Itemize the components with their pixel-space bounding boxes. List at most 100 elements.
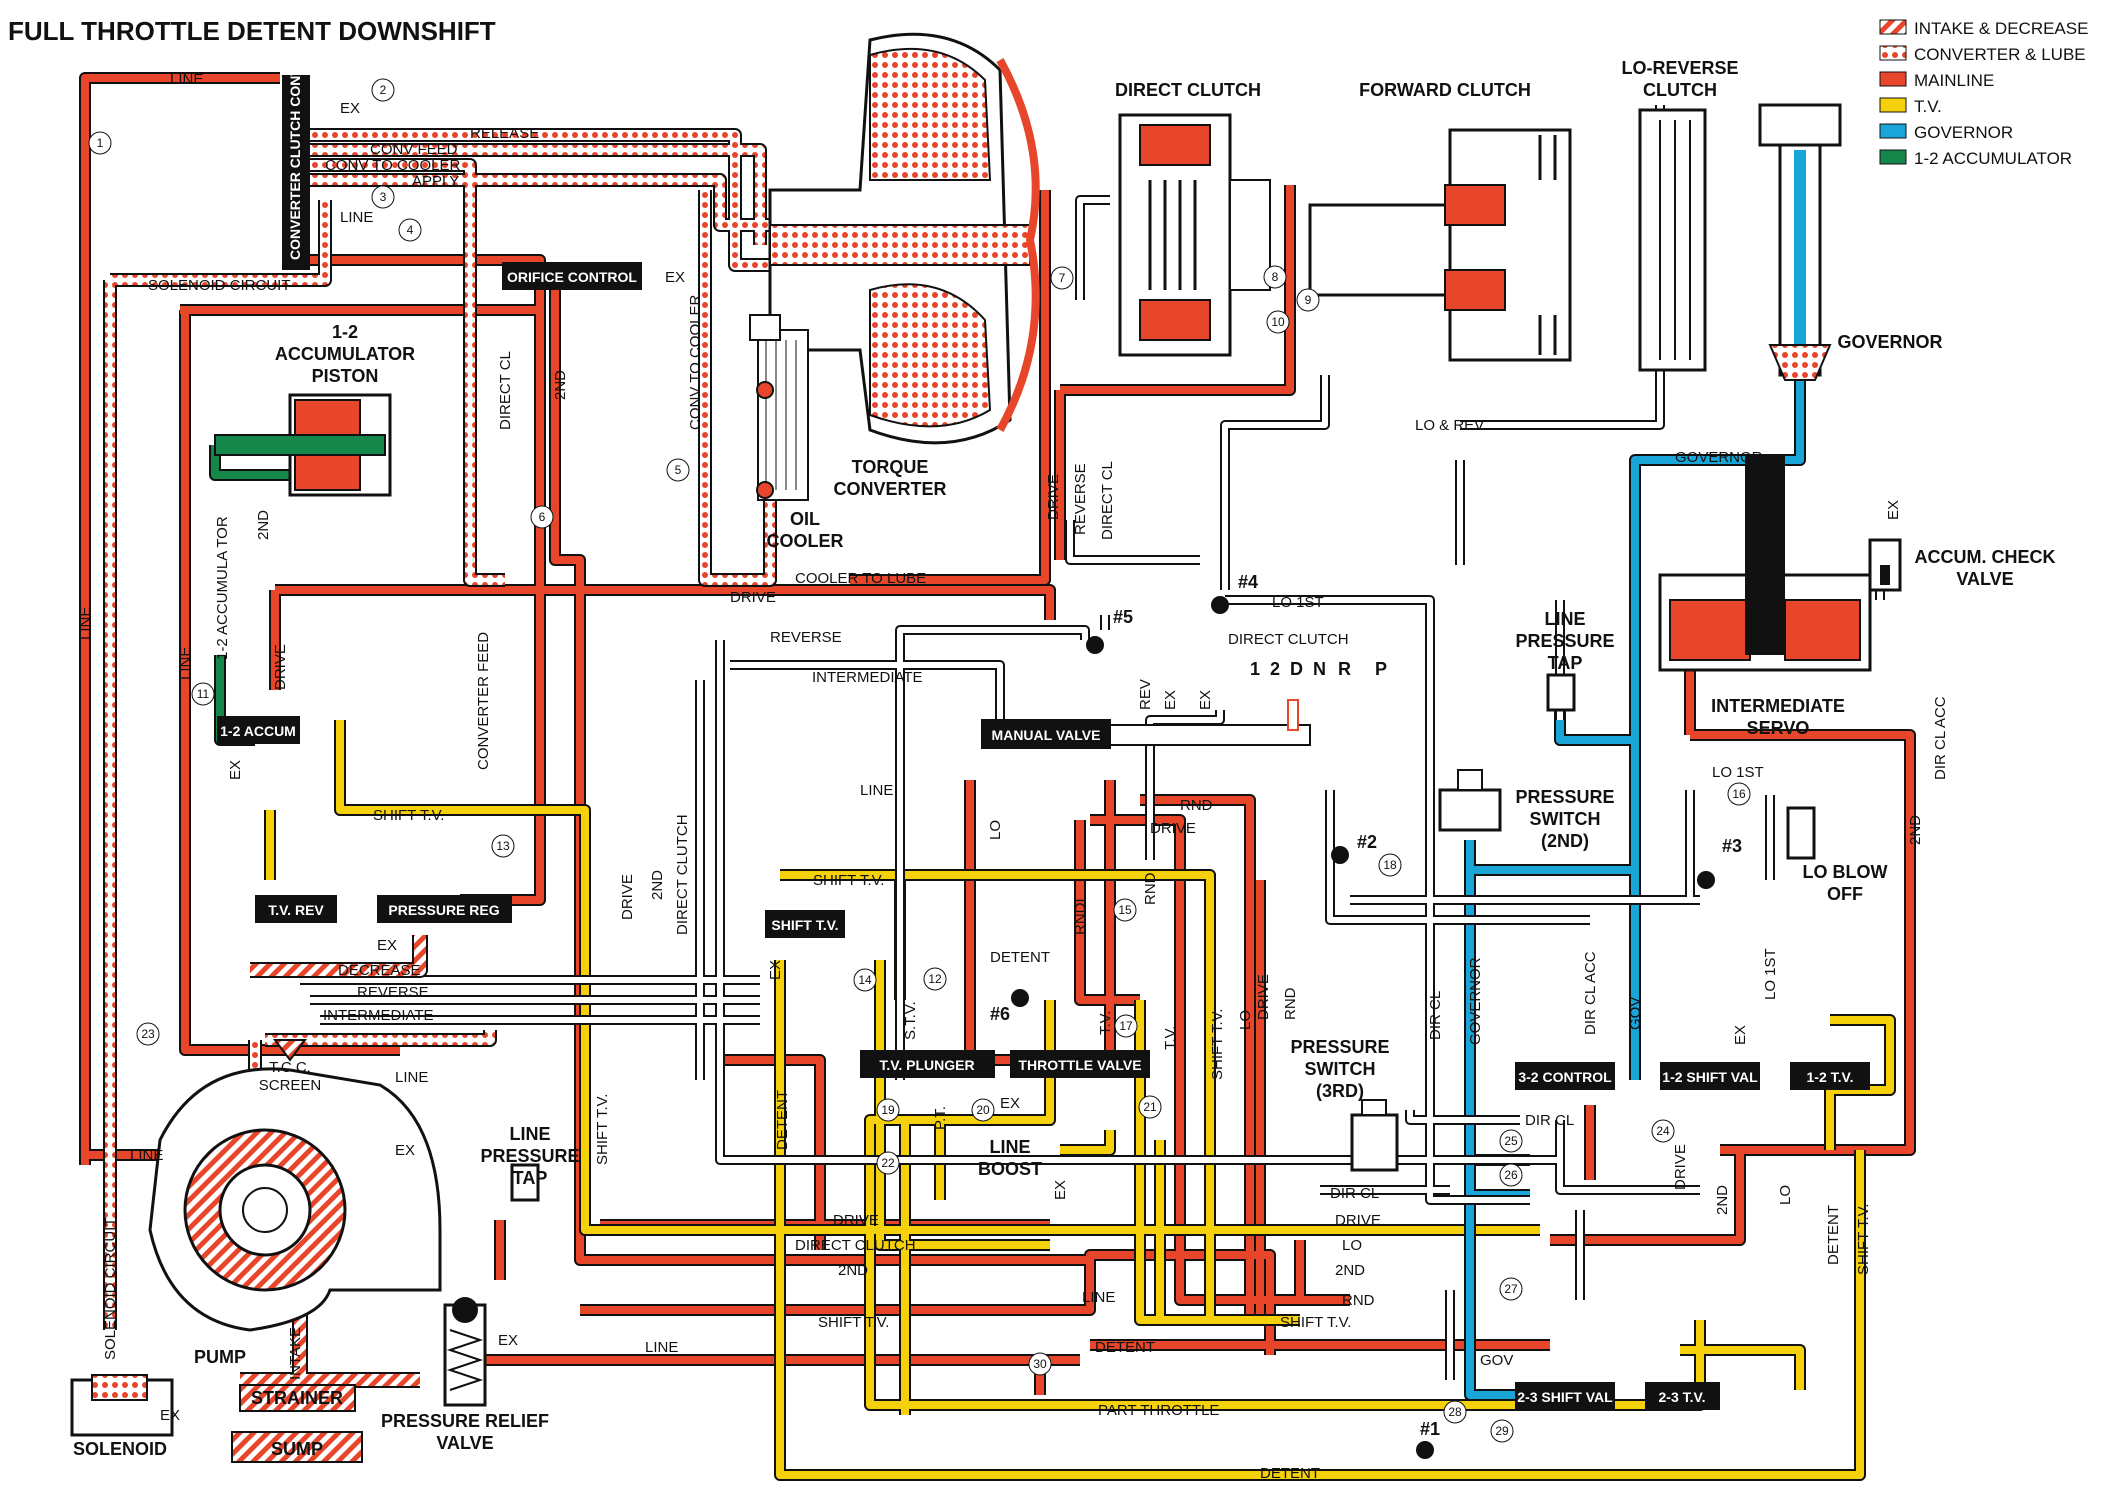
lbl-gov-b: GOV <box>1480 1352 1513 1369</box>
orifice-3: 3 <box>380 190 387 204</box>
legend-swatch-tv <box>1879 97 1907 113</box>
selector-r: R <box>1338 659 1351 679</box>
orifice-15: 15 <box>1118 903 1132 917</box>
lo-reverse-label-1: LO-REVERSE <box>1621 58 1738 78</box>
lbl-ex-tv: EX <box>1000 1095 1020 1112</box>
lbl-intermediate-h: INTERMEDIATE <box>812 669 923 686</box>
forward-clutch-label: FORWARD CLUTCH <box>1359 80 1531 100</box>
control-32-label: 3-2 CONTROL <box>1518 1069 1612 1085</box>
oil-cooler <box>749 314 809 501</box>
orifice-27: 27 <box>1504 1282 1518 1296</box>
lbl-rnd-v2: RND <box>1142 872 1159 905</box>
orifice-24: 24 <box>1656 1124 1670 1138</box>
orifice-28: 28 <box>1448 1405 1462 1419</box>
orifice-30: 30 <box>1033 1357 1047 1371</box>
orifice-16: 16 <box>1732 787 1746 801</box>
lbl-line-h2: LINE <box>860 782 893 799</box>
lbl-reverse-h: REVERSE <box>770 629 842 646</box>
orifice-10: 10 <box>1271 315 1285 329</box>
lbl-apply: APPLY <box>412 173 459 190</box>
pswitch-2nd-label-2: SWITCH <box>1530 809 1601 829</box>
orifice-4: 4 <box>407 223 414 237</box>
lbl-rnd-v: RND <box>1282 987 1299 1020</box>
lbl-shift-tv-v: SHIFT T.V. <box>1209 1009 1226 1080</box>
lbl-lo-v2: LO <box>1777 1185 1794 1205</box>
legend-label-intake: INTAKE & DECREASE <box>1914 19 2088 38</box>
legend-label-governor: GOVERNOR <box>1914 123 2013 142</box>
lbl-rnd-h: RND <box>1180 797 1213 814</box>
lbl-ex-stv: EX <box>767 960 784 980</box>
lbl-drive-v5: DRIVE <box>1672 1144 1689 1190</box>
strainer-label: STRAINER <box>251 1388 343 1408</box>
manual-valve-selector: 1 2 D N R P <box>1109 659 1387 746</box>
intake-label: INTAKE <box>287 1327 304 1380</box>
oil-cooler-label-2: COOLER <box>766 531 843 551</box>
lbl-dir-cl-acc: DIR CL ACC <box>1582 951 1599 1035</box>
relief-label-1: PRESSURE RELIEF <box>381 1411 549 1431</box>
orifice-12: 12 <box>928 972 942 986</box>
pswitch-3rd-label-3: (3RD) <box>1316 1081 1364 1101</box>
lbl-line-v: LINE <box>77 607 94 640</box>
lbl-tv-v2: T.V. <box>1162 1026 1179 1050</box>
torque-converter-label-1: TORQUE <box>852 457 929 477</box>
lbl-lo-1st-v: LO 1ST <box>1762 948 1779 1000</box>
tv-rev-label: T.V. REV <box>268 902 324 918</box>
lbl-detent-b: DETENT <box>1095 1339 1155 1356</box>
orifice-19: 19 <box>881 1103 895 1117</box>
line-pressure-tap-right <box>1546 673 1576 712</box>
lbl-drive-b2: DRIVE <box>1335 1212 1381 1229</box>
lbl-ex-sol: EX <box>160 1407 180 1424</box>
lbl-shift-tv-b2: SHIFT T.V. <box>1280 1314 1351 1331</box>
lbl-direct-clutch-v: DIRECT CLUTCH <box>674 814 691 935</box>
selector-d: D <box>1290 659 1303 679</box>
lbl-release: RELEASE <box>470 125 539 142</box>
pressure-switch-2nd <box>1438 769 1502 832</box>
lo-blow-off-valve <box>1786 806 1816 860</box>
lbl-line-v2: LINE <box>177 647 194 680</box>
pswitch-2nd-label-3: (2ND) <box>1541 831 1589 851</box>
line-pressure-tap-left <box>510 1163 540 1202</box>
orifice-14: 14 <box>858 973 872 987</box>
lbl-detent-v2: DETENT <box>1825 1205 1842 1265</box>
torque-converter-label-2: CONVERTER <box>833 479 946 499</box>
orifice-6: 6 <box>539 510 546 524</box>
orifice-2: 2 <box>380 83 387 97</box>
lbl-ex-boost: EX <box>1052 1180 1069 1200</box>
lbl-line-pump: LINE <box>130 1147 163 1164</box>
solenoid-label: SOLENOID <box>73 1439 167 1459</box>
lbl-solenoid-circuit: SOLENOID CIRCUIT <box>148 277 291 294</box>
lbl-ex-pump: EX <box>395 1142 415 1159</box>
orifice-29: 29 <box>1495 1424 1509 1438</box>
line-tap-left-label-2: PRESSURE <box>480 1146 579 1166</box>
lbl-detent-v: DETENT <box>774 1090 791 1150</box>
legend: INTAKE & DECREASE CONVERTER & LUBE MAINL… <box>1879 19 2088 168</box>
checkball-5-label: #5 <box>1113 607 1133 627</box>
lbl-ex-orifice: EX <box>665 269 685 286</box>
pressure-reg-label: PRESSURE REG <box>388 902 499 918</box>
lo-blow-label-2: OFF <box>1827 884 1863 904</box>
lbl-shift-tv-h2: SHIFT T.V. <box>813 872 884 889</box>
orifice-9: 9 <box>1305 293 1312 307</box>
pressure-switch-3rd <box>1350 1099 1399 1172</box>
lbl-solenoid-circuit-v: SOLENOID CIRCUIT <box>102 1217 119 1360</box>
lbl-rnd-b: RND <box>1342 1292 1375 1309</box>
lbl-2nd-v: 2ND <box>255 510 272 540</box>
checkball-3-label: #3 <box>1722 836 1742 856</box>
lbl-converter-feed-v: CONVERTER FEED <box>475 632 492 770</box>
orifice-17: 17 <box>1119 1019 1133 1033</box>
legend-label-accumulator: 1-2 ACCUMULATOR <box>1914 149 2072 168</box>
lbl-line-b2: LINE <box>645 1339 678 1356</box>
ccc-valve-label: CONVERTER CLUTCH CONTROL <box>287 37 303 260</box>
orifice-5: 5 <box>675 463 682 477</box>
lbl-direct-clutch-h: DIRECT CLUTCH <box>1228 631 1349 648</box>
pressure-relief-valve <box>443 1297 487 1407</box>
lbl-lo-b: LO <box>1342 1237 1362 1254</box>
lbl-dir-cl-m: DIR CL <box>1525 1112 1574 1129</box>
lbl-ex-accumcheck: EX <box>1885 500 1902 520</box>
lbl-shift-tv-h: SHIFT T.V. <box>373 807 444 824</box>
lbl-ex-manual2: EX <box>1197 690 1214 710</box>
lbl-lo-manual: LO <box>987 820 1004 840</box>
orifice-26: 26 <box>1504 1168 1518 1182</box>
tv-plunger-label: T.V. PLUNGER <box>879 1057 974 1073</box>
line-tap-right-label-3: TAP <box>1548 653 1583 673</box>
